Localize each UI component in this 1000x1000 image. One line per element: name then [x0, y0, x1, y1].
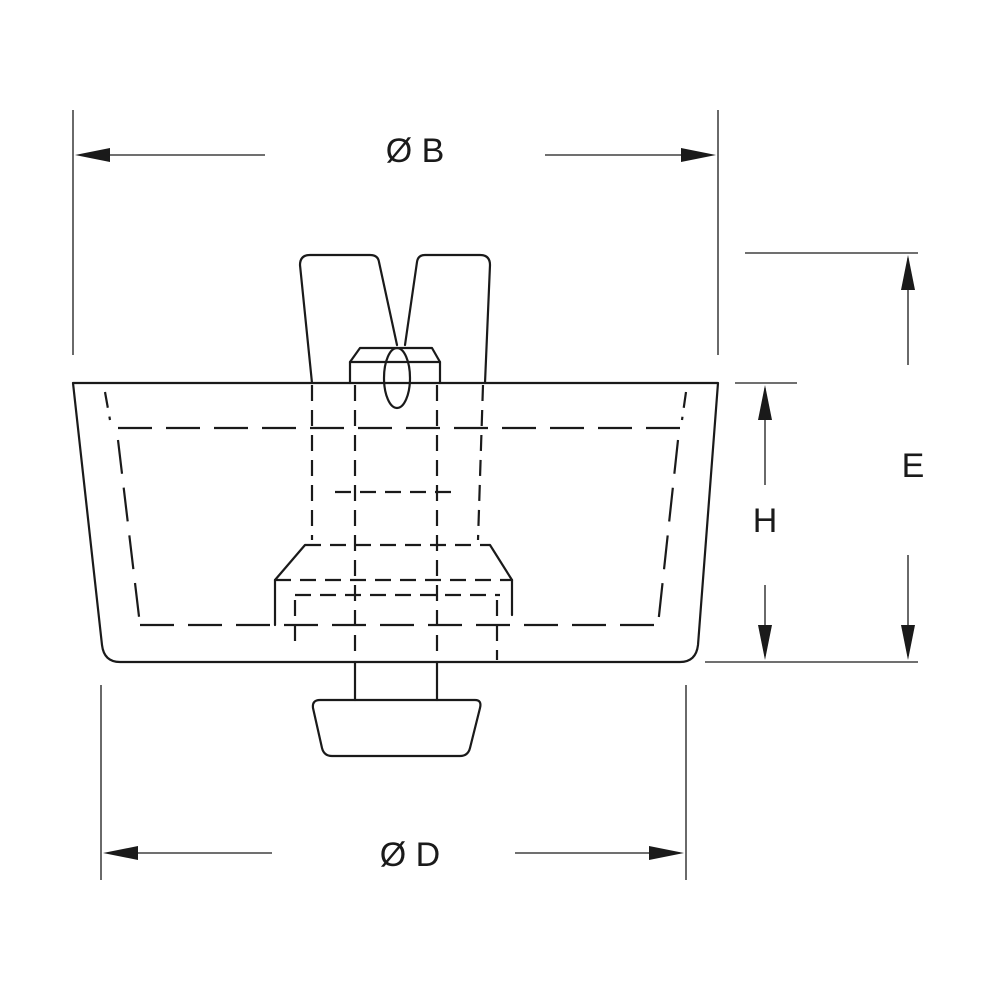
label-diameter-d: Ø D — [380, 836, 440, 874]
label-diameter-b: Ø B — [386, 132, 445, 170]
dimension-d: Ø D — [100, 685, 687, 880]
dimension-h: H — [735, 382, 797, 660]
label-e: E — [902, 447, 925, 485]
dimension-e: E — [705, 252, 925, 663]
dimension-b: Ø B — [72, 110, 719, 355]
hidden-insert — [273, 384, 514, 660]
stopper-body — [71, 381, 720, 664]
wing-nut — [298, 253, 492, 410]
label-h: H — [753, 502, 778, 540]
bottom-cap — [311, 660, 482, 758]
